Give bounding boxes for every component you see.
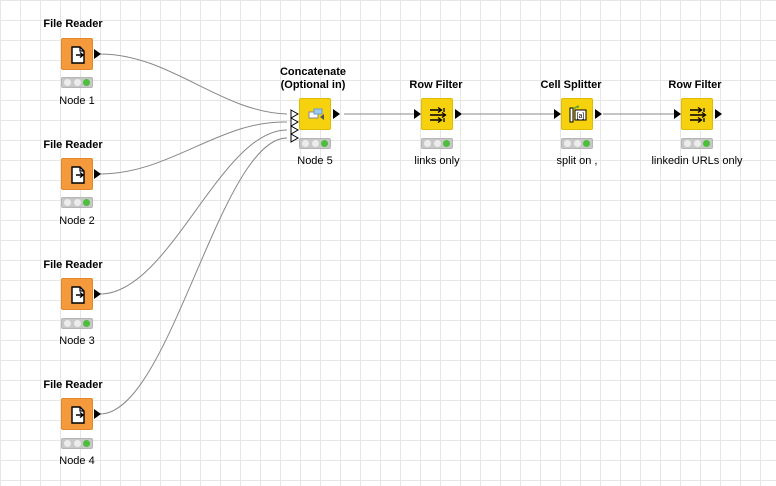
node-title: Row Filter xyxy=(409,79,463,91)
concatenate-icon xyxy=(308,108,324,120)
node-title: Cell Splitter xyxy=(540,79,602,91)
row-filter-node[interactable] xyxy=(421,98,453,130)
connection-n3-n5[interactable] xyxy=(99,129,288,295)
node-label[interactable]: links only xyxy=(414,155,460,167)
svg-text:[a]: [a] xyxy=(577,113,585,120)
out-port[interactable] xyxy=(715,109,722,119)
node-label[interactable]: Node 3 xyxy=(59,335,95,347)
node-label[interactable]: split on , xyxy=(556,155,598,167)
file-reader-icon xyxy=(71,166,85,184)
status-traffic-light xyxy=(61,318,93,329)
node-label[interactable]: linkedin URLs only xyxy=(651,155,743,167)
concatenate-node[interactable] xyxy=(299,98,331,130)
node-label[interactable]: Node 2 xyxy=(59,215,95,227)
cell-splitter-node[interactable]: [a] xyxy=(561,98,593,130)
status-traffic-light xyxy=(561,138,593,149)
node-title: File Reader xyxy=(43,139,103,151)
row-filter-icon xyxy=(430,106,447,124)
out-port[interactable] xyxy=(94,289,101,299)
in-port-4[interactable] xyxy=(290,133,300,143)
file-reader-icon xyxy=(71,46,85,64)
node-title-line1: Concatenate xyxy=(279,66,347,78)
in-port-3[interactable] xyxy=(290,125,300,135)
node-label[interactable]: Node 1 xyxy=(59,95,95,107)
connection-n1-n5[interactable] xyxy=(99,53,288,115)
out-port[interactable] xyxy=(94,169,101,179)
file-reader-node[interactable] xyxy=(61,38,93,70)
node-title: Row Filter xyxy=(668,79,722,91)
in-port-2[interactable] xyxy=(290,117,300,127)
file-reader-node[interactable] xyxy=(61,278,93,310)
in-port[interactable] xyxy=(674,109,681,119)
node-title-line2: (Optional in) xyxy=(280,79,346,91)
file-reader-icon xyxy=(71,406,85,424)
row-filter-node[interactable] xyxy=(681,98,713,130)
row-filter-icon xyxy=(690,106,707,124)
in-port-1[interactable] xyxy=(290,109,300,119)
in-port[interactable] xyxy=(414,109,421,119)
node-title: File Reader xyxy=(43,379,103,391)
status-traffic-light xyxy=(421,138,453,149)
status-traffic-light xyxy=(61,197,93,208)
file-reader-icon xyxy=(71,286,85,304)
in-port[interactable] xyxy=(554,109,561,119)
status-traffic-light xyxy=(681,138,713,149)
out-port[interactable] xyxy=(595,109,602,119)
out-port[interactable] xyxy=(455,109,462,119)
out-port[interactable] xyxy=(94,409,101,419)
connection-n2-n5[interactable] xyxy=(99,121,288,175)
connection-n4-n5[interactable] xyxy=(99,137,288,415)
status-traffic-light xyxy=(61,438,93,449)
node-label[interactable]: Node 4 xyxy=(59,455,95,467)
out-port[interactable] xyxy=(333,109,340,119)
status-traffic-light xyxy=(299,138,331,149)
status-traffic-light xyxy=(61,77,93,88)
out-port[interactable] xyxy=(94,49,101,59)
cell-splitter-icon: [a] xyxy=(569,104,587,123)
file-reader-node[interactable] xyxy=(61,158,93,190)
node-label[interactable]: Node 5 xyxy=(297,155,333,167)
node-title: Concatenate (Optional in) xyxy=(268,66,358,92)
node-title: File Reader xyxy=(43,18,103,30)
file-reader-node[interactable] xyxy=(61,398,93,430)
node-title: File Reader xyxy=(43,259,103,271)
